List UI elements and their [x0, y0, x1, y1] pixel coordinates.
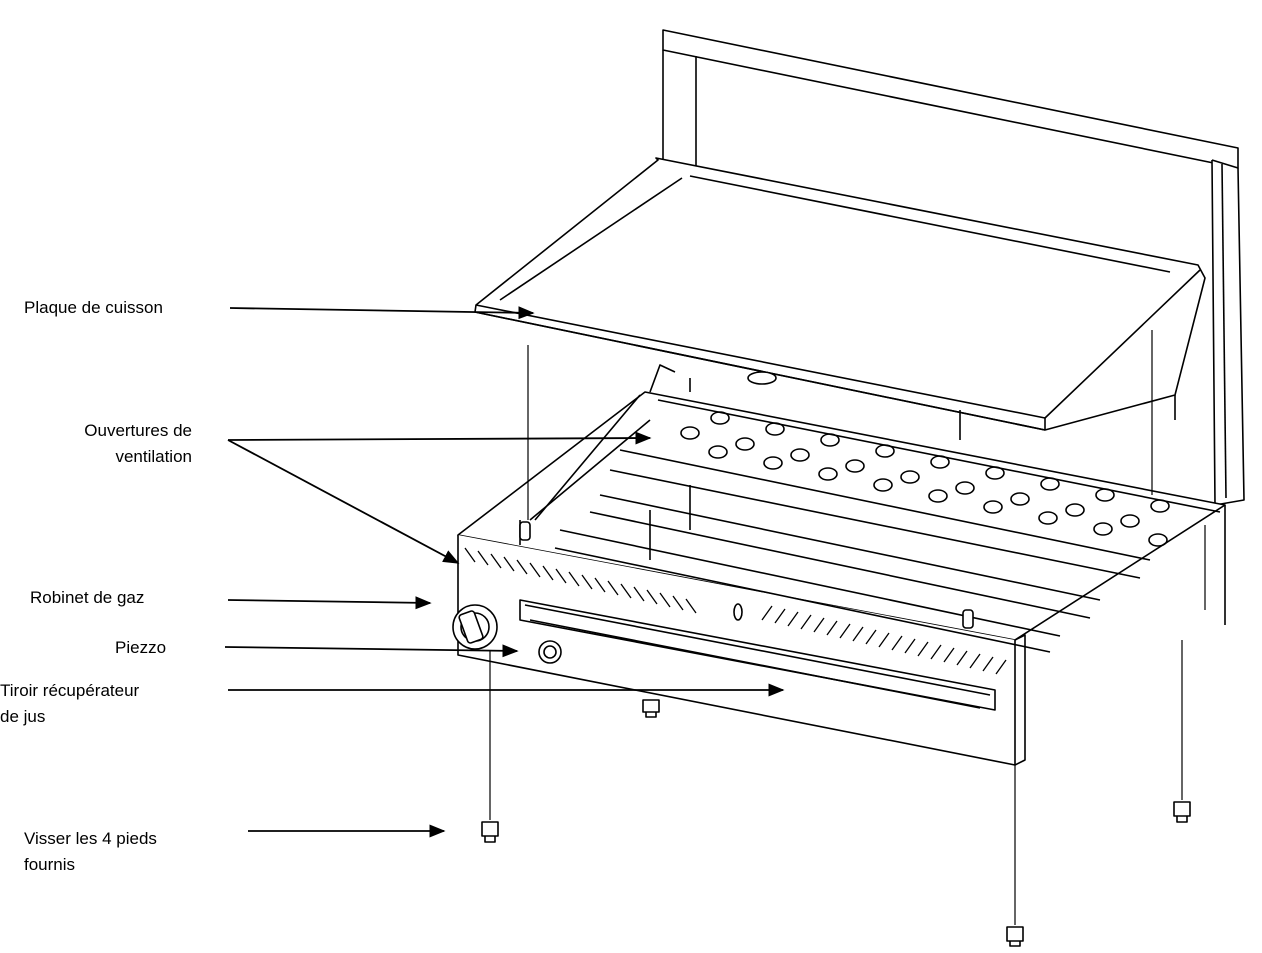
juice-drawer: [519, 599, 996, 711]
gas-knob-icon: [452, 604, 498, 650]
arrow-icon: [227, 431, 652, 445]
feet: [481, 330, 1206, 947]
arrow-icon: [224, 644, 519, 658]
piezo-button-icon: [538, 640, 562, 664]
cooking-plate: [474, 157, 1206, 431]
arrow-icon: [227, 439, 460, 564]
label-ouvertures-de-ventilation: Ouvertures de ventilation: [84, 421, 192, 467]
label-robinet-de-gaz: Robinet de gaz: [30, 588, 145, 607]
foot-icon: [642, 699, 660, 718]
label-tiroir-recuperateur: Tiroir récupérateur de jus: [0, 681, 140, 727]
foot-icon: [481, 821, 499, 843]
back-splash-panel: [662, 29, 1245, 511]
ventilation-openings: [680, 411, 1170, 547]
label-plaque-de-cuisson: Plaque de cuisson: [24, 298, 163, 317]
foot-icon: [1006, 926, 1024, 947]
burner-body: [457, 391, 1226, 766]
label-visser-les-pieds: Visser les 4 pieds fournis: [24, 829, 157, 875]
foot-icon: [1173, 801, 1191, 823]
arrow-icon: [229, 306, 535, 320]
arrow-icon: [227, 596, 432, 610]
label-piezzo: Piezzo: [115, 638, 167, 657]
